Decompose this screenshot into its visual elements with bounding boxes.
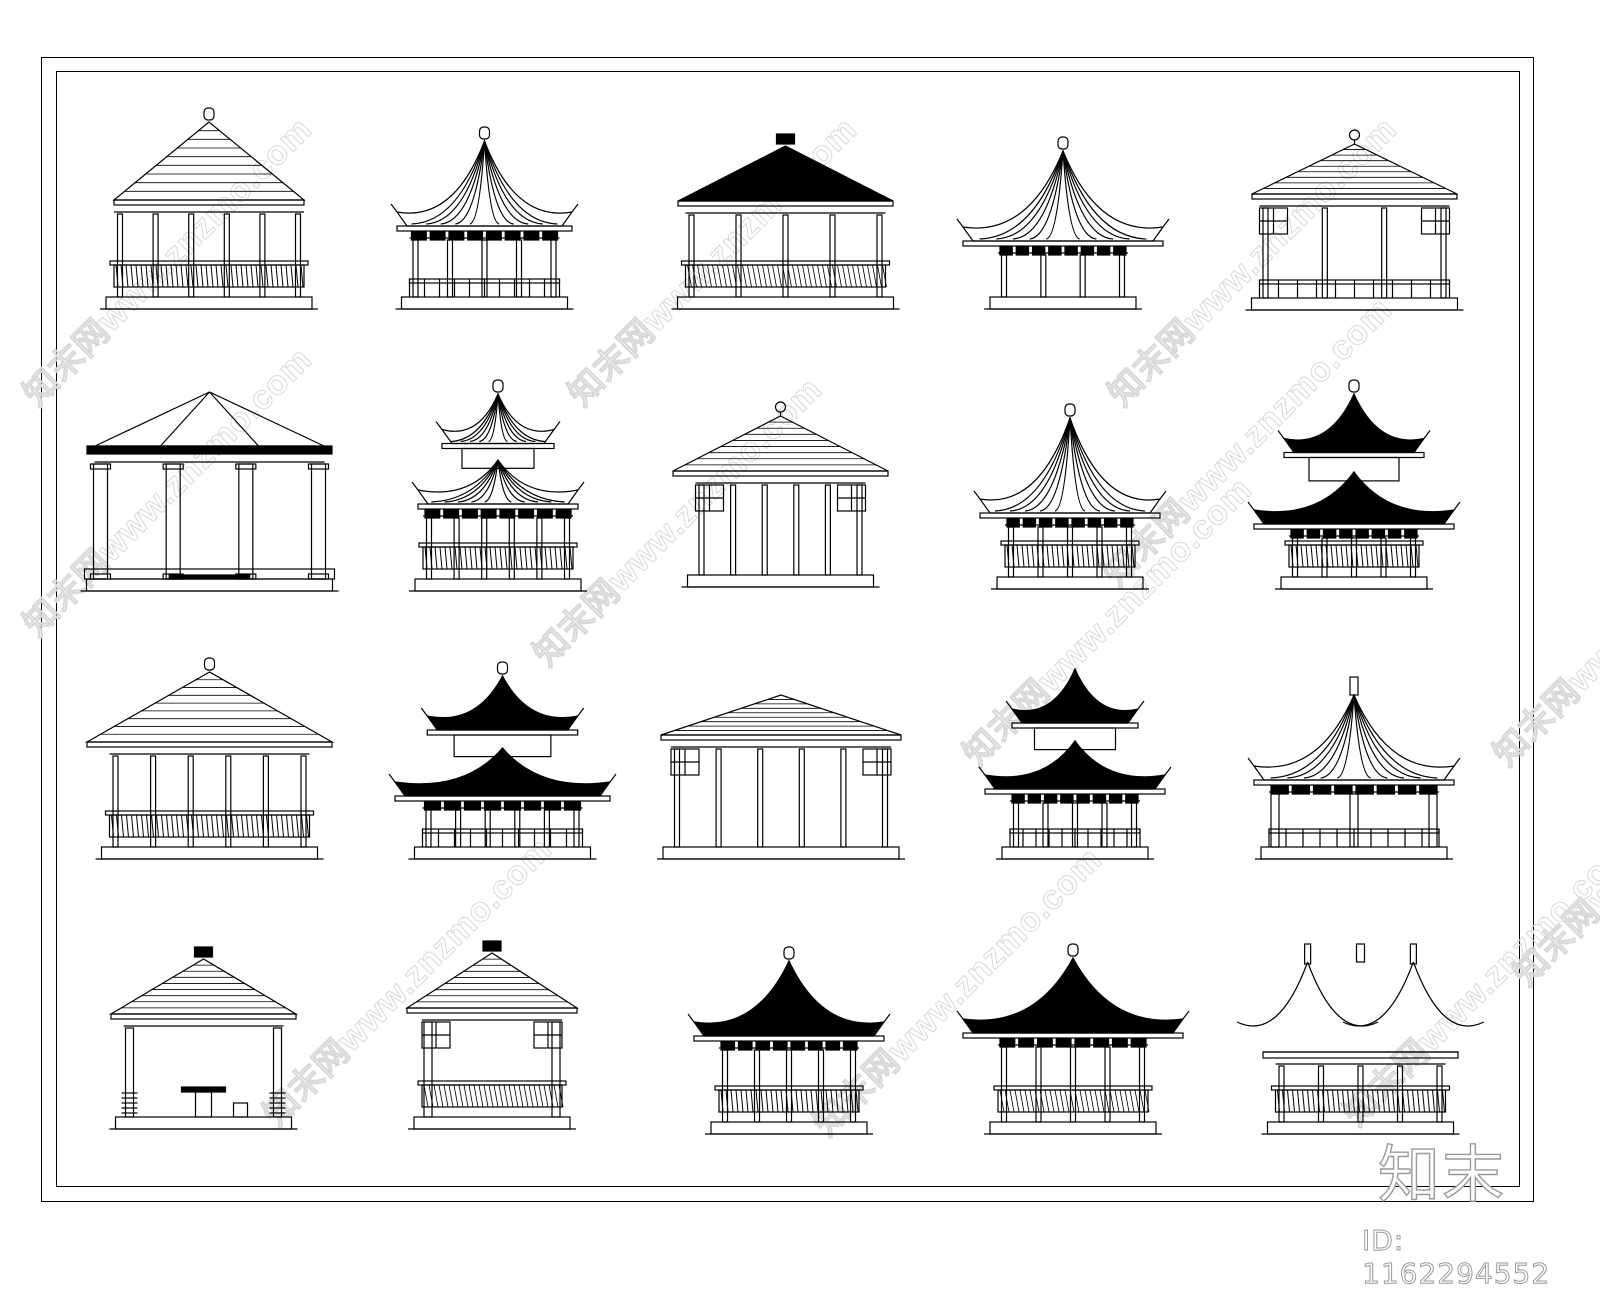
pavilion-elevation-20: [1236, 943, 1484, 1135]
brand-watermark: 知末: [1377, 1137, 1507, 1211]
pavilion-elevation-12: [388, 661, 616, 860]
pavilion-elevation-5: [1245, 129, 1463, 311]
pavilion-elevation-18: [687, 946, 891, 1135]
pavilion-elevation-16: [108, 946, 298, 1130]
pavilion-elevation-4: [956, 136, 1170, 310]
pavilion-elevation-19: [956, 943, 1190, 1135]
pavilion-elevation-2: [390, 126, 578, 310]
inner-border-frame: [56, 71, 1520, 1187]
pavilion-elevation-14: [978, 667, 1172, 860]
pavilion-elevation-13: [657, 694, 905, 860]
pavilion-elevation-17: [404, 940, 580, 1130]
outer-border-frame: [41, 57, 1534, 1202]
pavilion-elevation-7: [409, 379, 587, 592]
pavilion-elevation-3: [671, 133, 899, 310]
pavilion-elevation-6: [80, 391, 338, 592]
pavilion-elevation-11: [84, 657, 334, 860]
pavilion-elevation-10: [1247, 379, 1461, 590]
pavilion-elevation-15: [1247, 676, 1461, 860]
pavilion-elevation-9: [973, 403, 1167, 590]
pavilion-elevation-1: [100, 107, 318, 310]
pavilion-elevation-8: [671, 401, 889, 588]
image-id-label: ID: 1162294552: [1362, 1224, 1551, 1290]
